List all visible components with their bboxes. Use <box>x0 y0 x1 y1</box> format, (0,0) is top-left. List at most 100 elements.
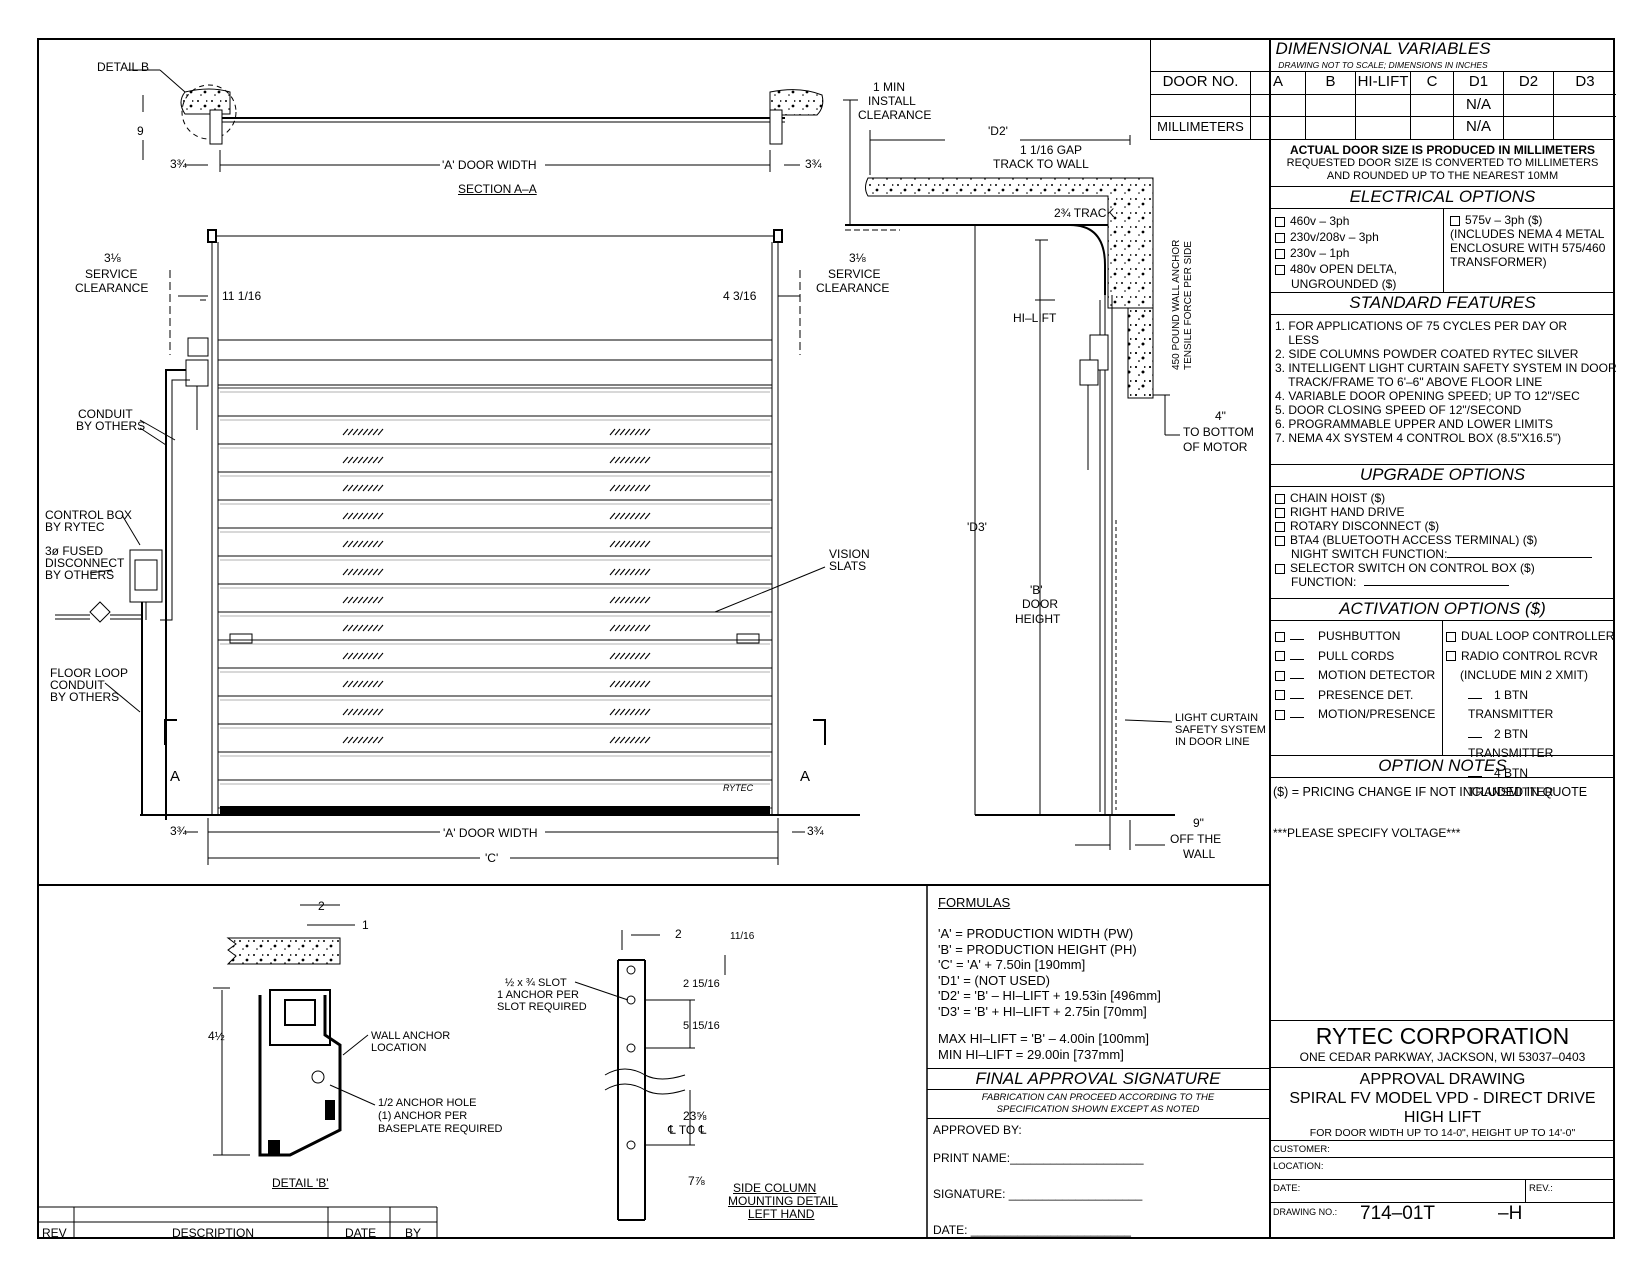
location-field[interactable]: LOCATION: <box>1270 1158 1615 1180</box>
dim-cell <box>1356 95 1411 117</box>
vision-slat-mark <box>644 428 651 436</box>
transmitter-option[interactable]: 2 BTN TRANSMITTER <box>1468 726 1554 760</box>
upgrade-option[interactable]: RIGHT HAND DRIVE <box>1275 505 1615 519</box>
anchor-hole-1: 1/2 ANCHOR HOLE <box>378 1097 477 1109</box>
upgrade-option[interactable]: CHAIN HOIST ($) <box>1275 491 1615 505</box>
vision-slat-mark <box>352 456 359 464</box>
left-service: SERVICE <box>85 267 138 281</box>
activation-option[interactable]: PRESENCE DET. <box>1275 686 1440 706</box>
revision-block <box>37 1206 438 1239</box>
transmitter-option[interactable]: 4 BTN TRANSMITTER <box>1468 765 1554 799</box>
option-notes-title: OPTION NOTES <box>1270 755 1615 778</box>
signature-line[interactable]: SIGNATURE: ____________________ <box>933 1187 1143 1201</box>
checkbox[interactable] <box>1446 631 1456 642</box>
vision-slat-mark <box>362 652 369 660</box>
size-note-1: ACTUAL DOOR SIZE IS PRODUCED IN MILLIMET… <box>1289 143 1596 157</box>
vision-slat-mark <box>377 680 384 688</box>
electrical-option[interactable]: 230v – 1ph <box>1275 245 1443 261</box>
night-switch-function[interactable]: NIGHT SWITCH FUNCTION: <box>1275 547 1615 561</box>
selector-function[interactable]: FUNCTION: <box>1275 575 1615 589</box>
customer-field[interactable]: CUSTOMER: <box>1270 1141 1615 1158</box>
electrical-option[interactable]: 230v/208v – 3ph <box>1275 229 1443 245</box>
checkbox[interactable] <box>1275 216 1285 227</box>
vision-slat-mark <box>372 652 379 660</box>
selector-switch-option[interactable]: SELECTOR SWITCH ON CONTROL BOX ($) <box>1275 561 1615 575</box>
electrical-option[interactable]: 460v – 3ph <box>1275 213 1443 229</box>
bottom-right-quarter: 3¾ <box>807 824 824 838</box>
vision-slat-mark <box>357 456 364 464</box>
checkbox[interactable] <box>1275 563 1285 574</box>
wall-anchor-2: LOCATION <box>371 1042 427 1054</box>
approval-note-2: SPECIFICATION SHOWN EXCEPT AS NOTED <box>927 1104 1269 1119</box>
activation-option[interactable]: RADIO CONTROL RCVR <box>1446 647 1616 667</box>
dim-column-header: D2 <box>1504 72 1554 95</box>
approval-date[interactable]: DATE: ________________________ <box>933 1223 1131 1237</box>
vision-slat-mark <box>624 456 631 464</box>
575v-note-line: ENCLOSURE WITH 575/460 <box>1450 241 1606 255</box>
checkbox[interactable] <box>1275 493 1285 504</box>
checkbox[interactable] <box>1446 651 1456 662</box>
off-wall-1: 9" <box>1193 816 1204 830</box>
dim-title: DIMENSIONAL VARIABLES <box>1275 39 1491 58</box>
vision-slat-mark <box>609 456 616 464</box>
off-wall-2: OFF THE <box>1170 832 1222 846</box>
anchor-hole-3: BASEPLATE REQUIRED <box>378 1123 503 1135</box>
vision-slat-mark <box>377 484 384 492</box>
vision-slat-mark <box>644 540 651 548</box>
vision-slat-mark <box>634 680 641 688</box>
vision-slat-mark <box>644 596 651 604</box>
left-service-dim: 3⅛ <box>104 251 121 265</box>
upgrade-option[interactable]: ROTARY DISCONNECT ($) <box>1275 519 1615 533</box>
checkbox[interactable] <box>1275 535 1285 546</box>
vision-slat-mark <box>367 512 374 520</box>
activation-option[interactable]: DUAL LOOP CONTROLLER <box>1446 627 1616 647</box>
detail-one: 1 <box>362 918 369 932</box>
vision-slat-mark <box>342 456 349 464</box>
checkbox[interactable] <box>1275 651 1285 662</box>
option-575v[interactable]: 575v – 3ph ($) <box>1450 213 1615 227</box>
checkbox[interactable] <box>1275 709 1285 720</box>
checkbox[interactable] <box>1275 690 1285 701</box>
activation-option[interactable]: MOTION/PRESENCE <box>1275 705 1440 725</box>
vision-slat-mark <box>347 568 354 576</box>
activation-option[interactable]: PUSHBUTTON <box>1275 627 1440 647</box>
checkbox[interactable] <box>1275 631 1285 642</box>
checkbox-575v[interactable] <box>1450 215 1460 226</box>
activation-option[interactable]: PULL CORDS <box>1275 647 1440 667</box>
vision-slat-mark <box>634 624 641 632</box>
vision-slat-mark <box>362 596 369 604</box>
dim-column-header: C <box>1411 72 1454 95</box>
checkbox[interactable] <box>1275 670 1285 681</box>
checkbox[interactable] <box>1275 521 1285 532</box>
electrical-option[interactable]: 480v OPEN DELTA, <box>1275 261 1443 277</box>
vision-slat-mark <box>357 680 364 688</box>
vision-slat-mark <box>342 512 349 520</box>
print-name[interactable]: PRINT NAME:____________________ <box>933 1151 1144 1165</box>
rev-field[interactable]: REV.: <box>1525 1180 1556 1202</box>
dim-cell <box>1411 117 1454 140</box>
vision-slat-mark <box>629 512 636 520</box>
light-curtain-2: SAFETY SYSTEM <box>1175 724 1266 736</box>
transmitter-option[interactable]: 1 BTN TRANSMITTER <box>1468 687 1554 721</box>
checkbox[interactable] <box>1275 248 1285 259</box>
size-note: ACTUAL DOOR SIZE IS PRODUCED IN MILLIMET… <box>1270 140 1615 187</box>
575v-note-line: (INCLUDES NEMA 4 METAL <box>1450 227 1605 241</box>
vision-slat-mark <box>609 680 616 688</box>
vision-slat-mark <box>634 456 641 464</box>
install-label: INSTALL <box>868 94 916 108</box>
checkbox[interactable] <box>1275 264 1285 275</box>
fused-3: BY OTHERS <box>45 568 115 582</box>
col-dim-4: 7⅞ <box>688 1174 705 1188</box>
upgrade-option[interactable]: BTA4 (BLUETOOTH ACCESS TERMINAL) ($) <box>1275 533 1615 547</box>
vision-slat-mark <box>609 596 616 604</box>
activation-option[interactable]: MOTION DETECTOR <box>1275 666 1440 686</box>
checkbox[interactable] <box>1275 232 1285 243</box>
checkbox[interactable] <box>1275 507 1285 518</box>
vision-slat-mark <box>342 568 349 576</box>
door-no-header: DOOR NO. <box>1151 72 1251 95</box>
date-field[interactable]: DATE: <box>1273 1183 1301 1194</box>
d1-value: N/A <box>1454 95 1504 117</box>
approved-by: APPROVED BY: <box>933 1123 1022 1137</box>
